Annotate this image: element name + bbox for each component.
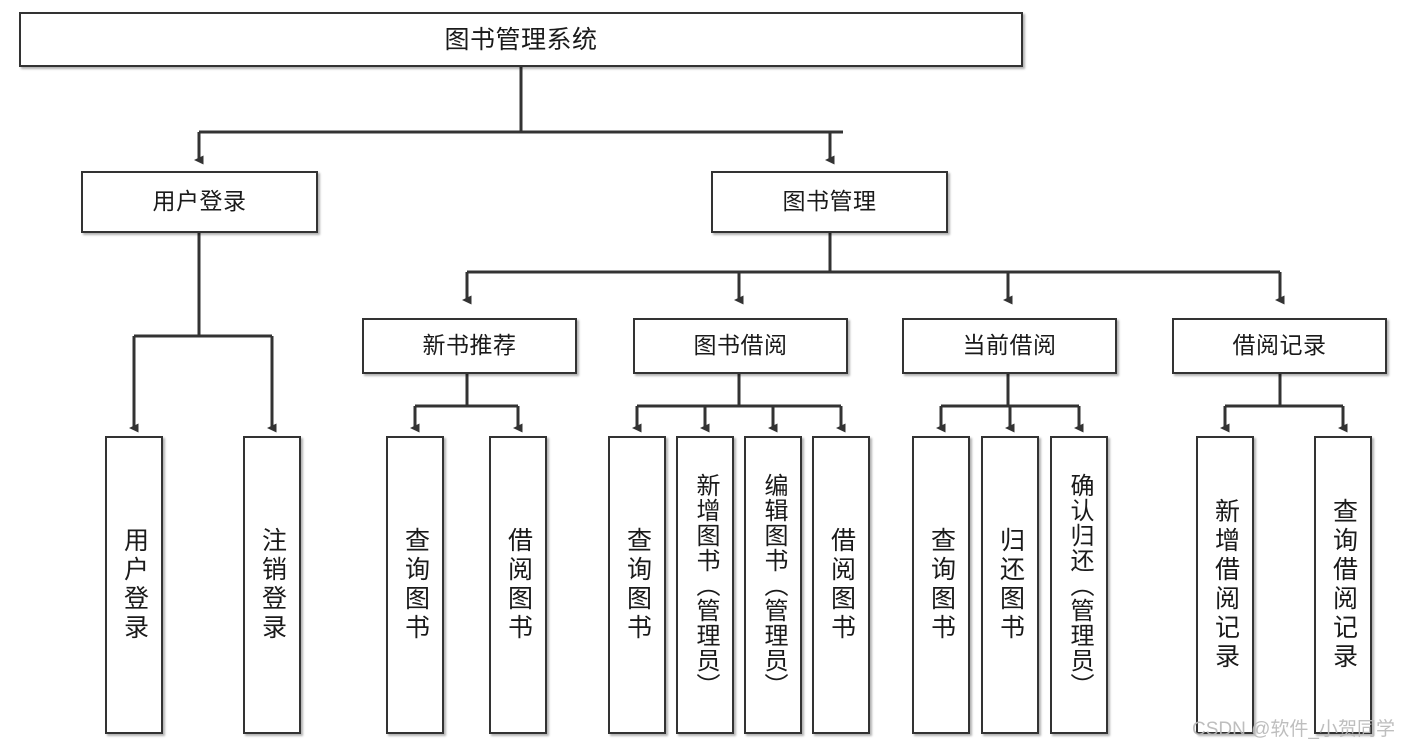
leaf-query-book-current-label: 查询图书 — [927, 527, 956, 643]
leaf-borrow-book-label: 借阅图书 — [827, 527, 856, 643]
node-book-borrow[interactable]: 图书借阅 — [633, 318, 848, 374]
leaf-add-book-admin[interactable]: 新增图书（管理员） — [676, 436, 734, 734]
watermark: CSDN @软件_小贺同学 — [1192, 719, 1395, 740]
leaf-query-book-borrow-label: 查询图书 — [623, 527, 652, 643]
node-borrow-records[interactable]: 借阅记录 — [1172, 318, 1387, 374]
leaf-query-book-recommend[interactable]: 查询图书 — [386, 436, 444, 734]
node-book-management[interactable]: 图书管理 — [711, 171, 948, 233]
node-user-login[interactable]: 用户登录 — [81, 171, 318, 233]
node-root-label: 图书管理系统 — [444, 25, 598, 54]
leaf-borrow-book-recommend[interactable]: 借阅图书 — [489, 436, 547, 734]
leaf-query-book-borrow[interactable]: 查询图书 — [608, 436, 666, 734]
node-book-management-label: 图书管理 — [782, 188, 877, 215]
leaf-return-book[interactable]: 归还图书 — [981, 436, 1039, 734]
node-borrow-records-label: 借阅记录 — [1232, 332, 1327, 359]
leaf-query-borrow-record[interactable]: 查询借阅记录 — [1314, 436, 1372, 734]
leaf-query-book-current[interactable]: 查询图书 — [912, 436, 970, 734]
leaf-confirm-return-admin-label: 确认归还（管理员） — [1066, 472, 1093, 698]
leaf-add-book-admin-label: 新增图书（管理员） — [692, 472, 719, 698]
node-current-borrow[interactable]: 当前借阅 — [902, 318, 1117, 374]
leaf-borrow-book-recommend-label: 借阅图书 — [504, 527, 533, 643]
leaf-logout-label: 注销登录 — [258, 527, 287, 643]
leaf-query-book-recommend-label: 查询图书 — [401, 527, 430, 643]
leaf-edit-book-admin[interactable]: 编辑图书（管理员） — [744, 436, 802, 734]
leaf-user-login-label: 用户登录 — [120, 527, 149, 643]
leaf-edit-book-admin-label: 编辑图书（管理员） — [760, 472, 787, 698]
leaf-return-book-label: 归还图书 — [996, 527, 1025, 643]
node-user-login-label: 用户登录 — [152, 188, 247, 215]
leaf-query-borrow-record-label: 查询借阅记录 — [1329, 498, 1358, 672]
leaf-confirm-return-admin[interactable]: 确认归还（管理员） — [1050, 436, 1108, 734]
node-new-book-recommend[interactable]: 新书推荐 — [362, 318, 577, 374]
node-book-borrow-label: 图书借阅 — [693, 332, 788, 359]
leaf-add-borrow-record-label: 新增借阅记录 — [1211, 498, 1240, 672]
node-new-book-recommend-label: 新书推荐 — [422, 332, 517, 359]
leaf-add-borrow-record[interactable]: 新增借阅记录 — [1196, 436, 1254, 734]
leaf-user-login[interactable]: 用户登录 — [105, 436, 163, 734]
leaf-borrow-book[interactable]: 借阅图书 — [812, 436, 870, 734]
node-current-borrow-label: 当前借阅 — [962, 332, 1057, 359]
leaf-logout[interactable]: 注销登录 — [243, 436, 301, 734]
node-root[interactable]: 图书管理系统 — [19, 12, 1023, 67]
